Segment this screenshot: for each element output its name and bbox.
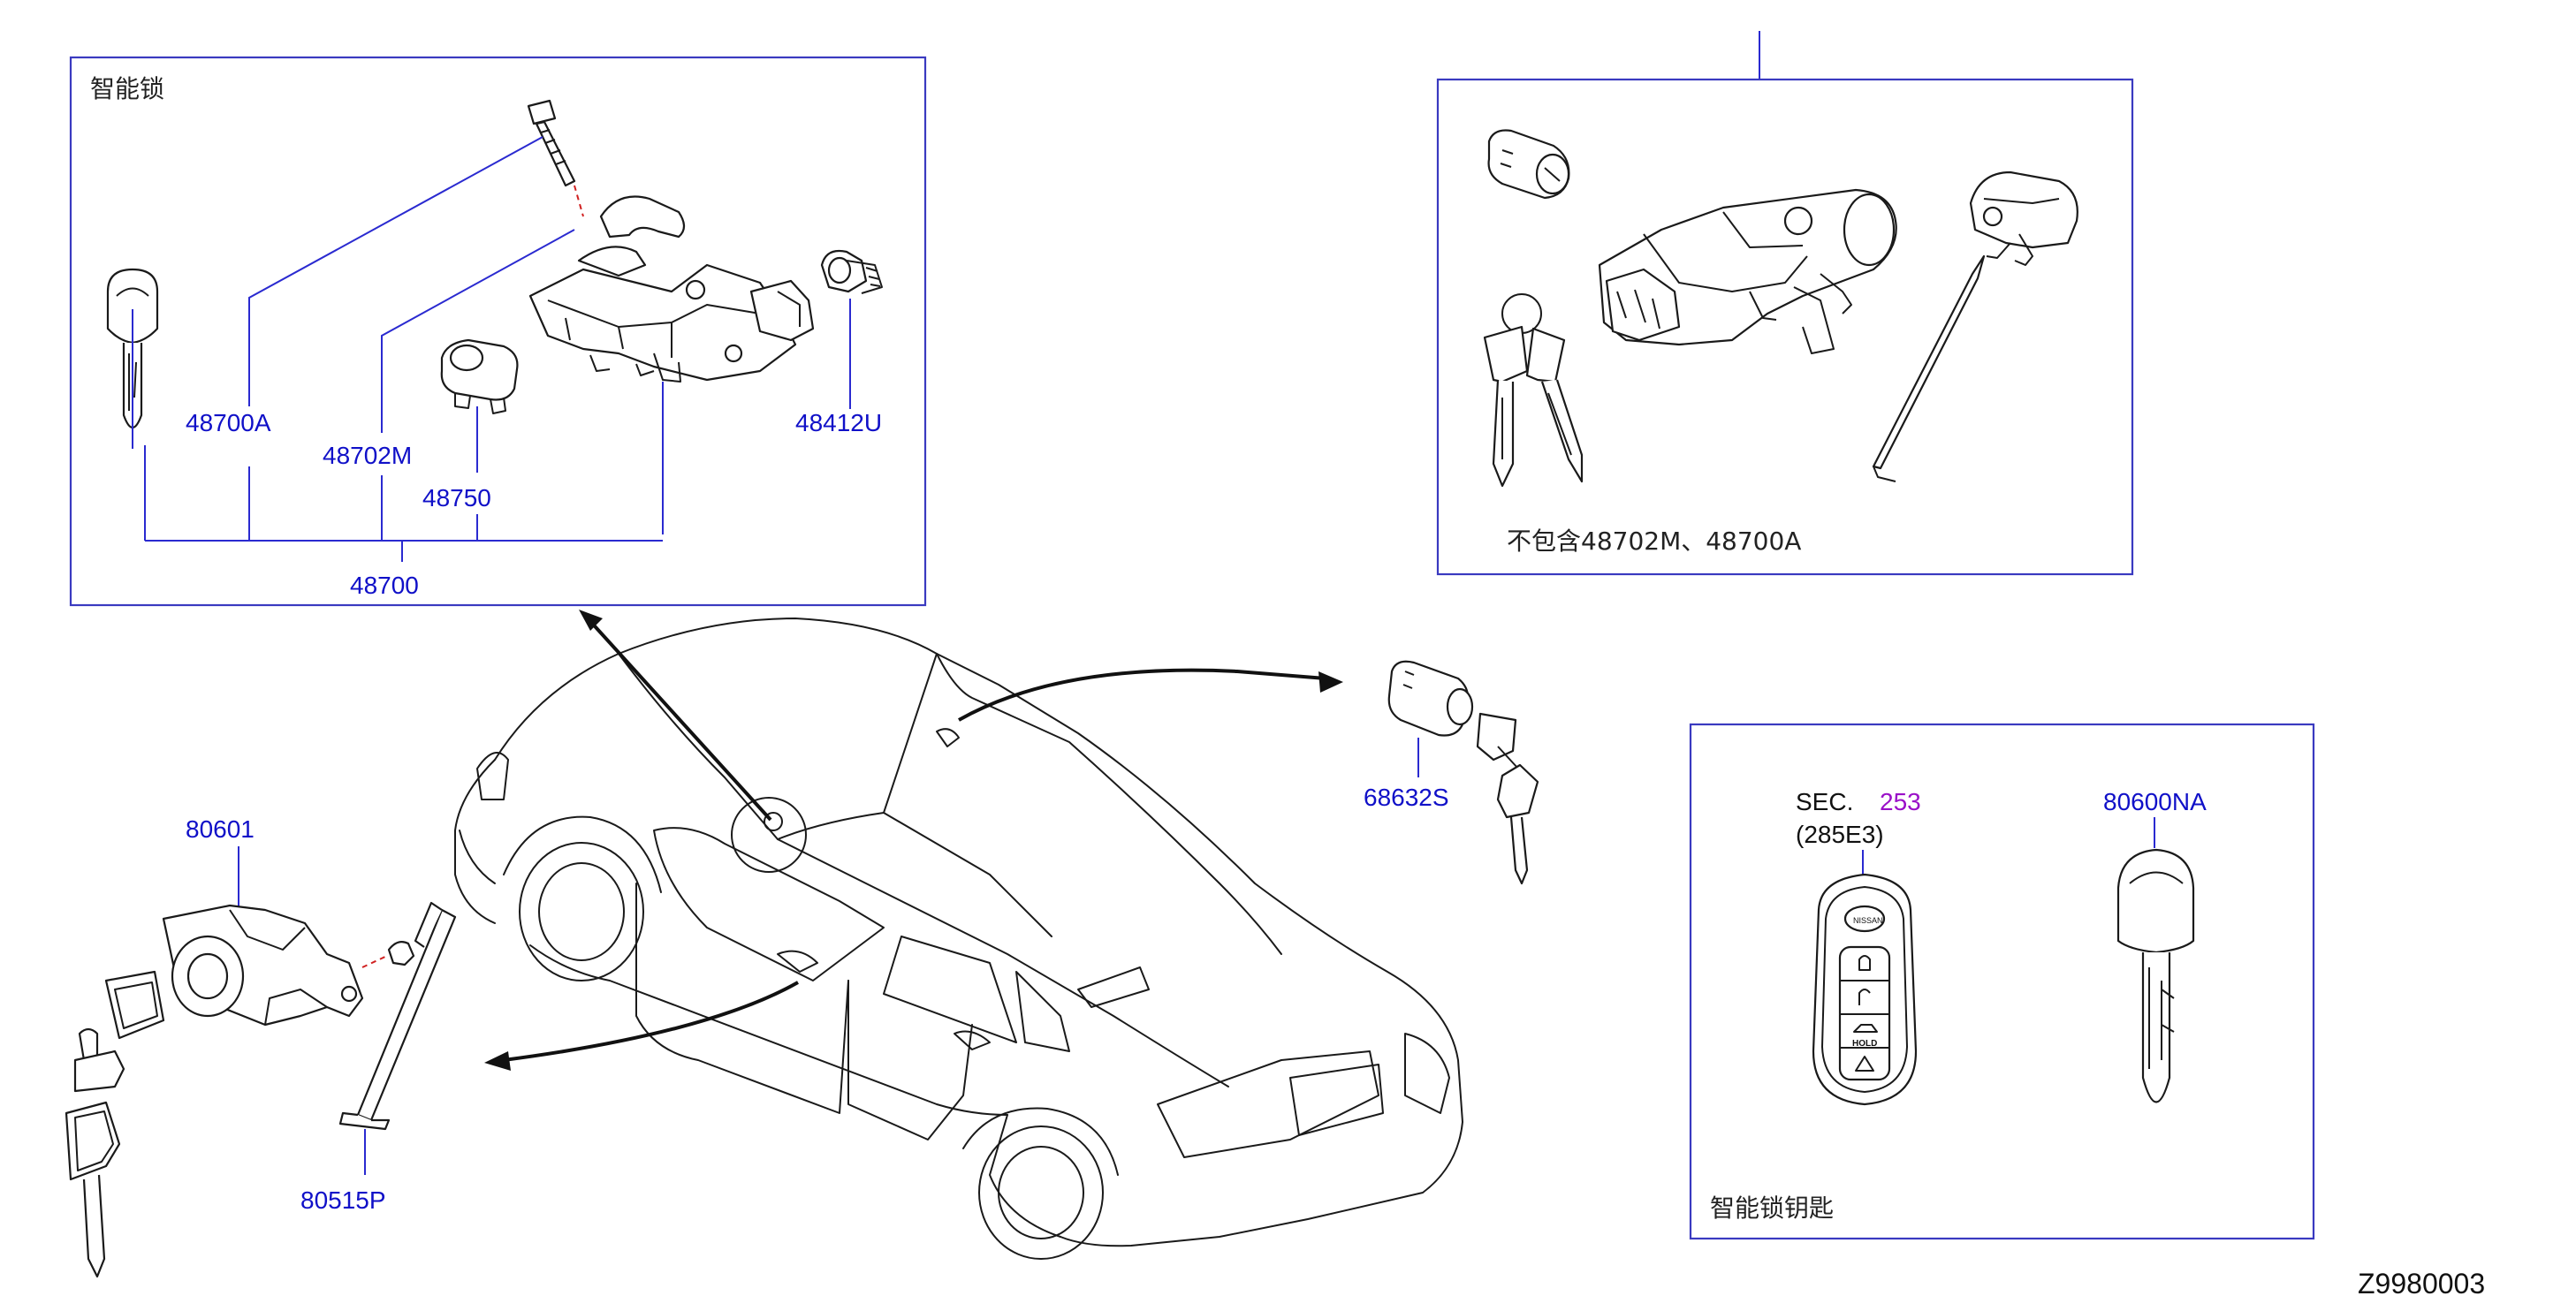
part-label-80515P[interactable]: 80515P	[300, 1186, 386, 1214]
diagram-code: Z9980003	[2358, 1268, 2485, 1300]
sec-prefix: SEC.	[1796, 788, 1853, 815]
trunk-cylinder-group: 68632S	[1364, 660, 1539, 885]
smart-key-title: 智能锁钥匙	[1710, 1194, 1834, 1223]
leader-lines-box1	[132, 136, 851, 562]
part-label-48700[interactable]: 48700	[350, 572, 419, 599]
part-label-68632S[interactable]: 68632S	[1364, 784, 1449, 811]
ignition-set-frame	[1436, 78, 2134, 576]
part-label-80600NA[interactable]: 80600NA	[2103, 788, 2207, 815]
part-label-48700A[interactable]: 48700A	[186, 409, 271, 436]
part-label-48750[interactable]: 48750	[422, 484, 491, 512]
part-label-48702M[interactable]: 48702M	[323, 442, 412, 469]
emergency-key-drawing	[2116, 848, 2195, 1103]
intelligent-key-lock-title: 智能锁	[90, 74, 164, 103]
key-switch-rod-drawing	[1872, 171, 2078, 482]
door-cylinder-group: 80601 80515P	[65, 815, 457, 1278]
intelligent-key-lock-frame	[69, 56, 927, 607]
sec-sub-code: (285E3)	[1796, 821, 1884, 848]
ignition-switch-drawing	[820, 249, 883, 294]
ignition-lock-body-drawing	[1598, 188, 1897, 354]
key-pair-drawing	[1483, 293, 1584, 488]
lock-cylinder-drawing	[440, 338, 519, 414]
steering-lock-unit-drawing	[528, 195, 815, 383]
door-cylinder-small-drawing	[1487, 129, 1570, 200]
intelligent-key-lock-group: 智能锁	[69, 56, 927, 607]
svg-text:NISSAN: NISSAN	[1853, 916, 1883, 925]
ignition-set-note: 不包含48702M、48700A	[1507, 527, 1801, 556]
callout-arrows	[484, 610, 1343, 1071]
smart-key-fob-drawing: NISSAN HOLD	[1812, 873, 1918, 1106]
part-label-48412U[interactable]: 48412U	[795, 409, 882, 436]
sec-number-link[interactable]: 253	[1880, 788, 1921, 815]
ignition-set-group: 不包含48702M、48700A	[1436, 31, 2134, 576]
smart-key-frame	[1689, 723, 2315, 1240]
part-label-80601[interactable]: 80601	[186, 815, 255, 843]
fob-hold-text: HOLD	[1852, 1039, 1877, 1049]
bolt-drawing	[527, 99, 584, 217]
sedan-car-drawing	[454, 618, 1463, 1260]
smart-key-group: SEC. 253 (285E3) 80600NA 智能锁钥匙 NISSAN HO…	[1689, 723, 2315, 1240]
